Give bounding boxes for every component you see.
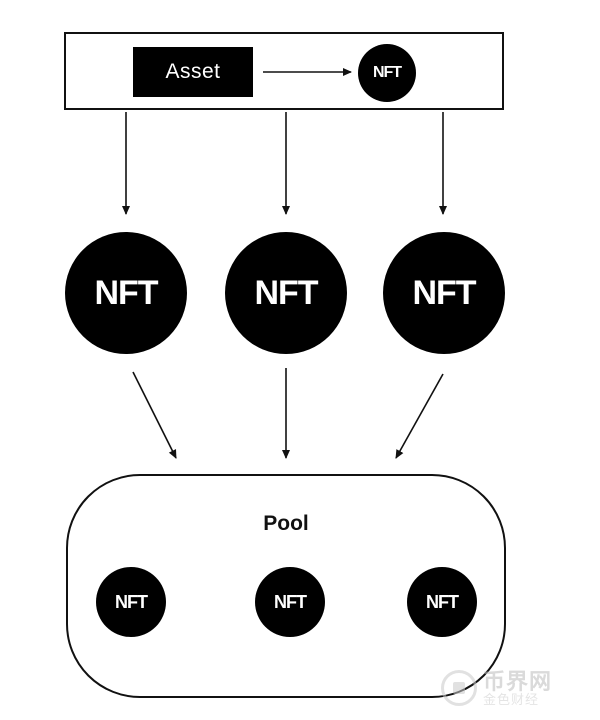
bitcoin-circle-icon [441,670,477,706]
arrow-to-pool-right [395,373,444,459]
asset-box: Asset [133,47,253,97]
nft-token-3: NFT [383,232,505,354]
nft-label: NFT [94,273,158,312]
pool-nft-token-2: NFT [255,567,325,637]
pool-nft-label: NFT [274,591,307,612]
watermark-line1: 币界网 [483,668,553,694]
nft-token-1: NFT [65,232,187,354]
watermark: 币界网 金色财经 [441,664,591,712]
pool-nft-token-1: NFT [96,567,166,637]
nft-token-small: NFT [358,44,416,102]
asset-label: Asset [165,60,221,83]
pool-title: Pool [263,512,309,535]
watermark-line2: 金色财经 [483,691,540,707]
pool-nft-label: NFT [426,591,459,612]
pool-nft-token-3: NFT [407,567,477,637]
nft-label: NFT [254,273,318,312]
arrow-to-pool-left [132,371,177,459]
pool-nft-label: NFT [115,591,148,612]
nft-token-2: NFT [225,232,347,354]
nft-small-label: NFT [372,64,402,81]
nft-label: NFT [412,273,476,312]
